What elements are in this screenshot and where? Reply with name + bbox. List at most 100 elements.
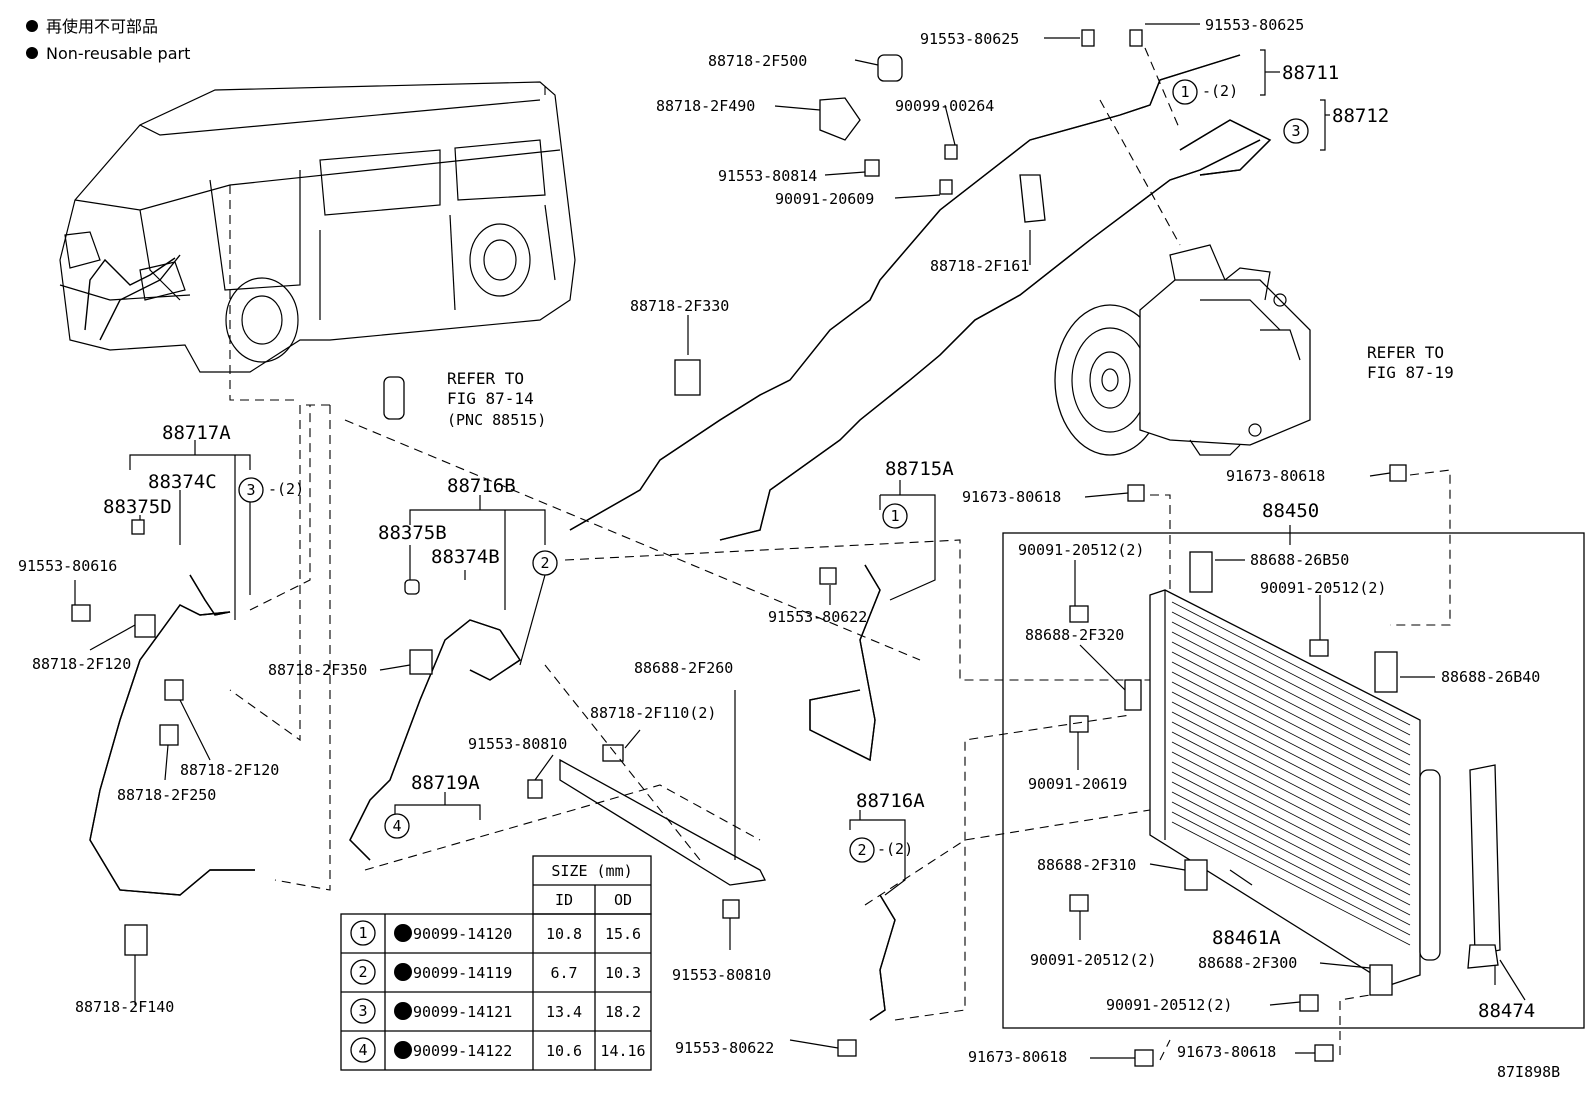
- label-88718-2F120-a: 88718-2F120: [32, 655, 131, 673]
- callout-number: 2: [857, 841, 866, 859]
- label-90091-20512-b: 90091-20512(2): [1260, 579, 1386, 597]
- leader-lines: [74, 23, 1496, 1059]
- label-88718-2F120-b: 88718-2F120: [180, 761, 279, 779]
- label-88375B: 88375B: [378, 522, 447, 544]
- callout-number: 3: [1291, 122, 1300, 140]
- label-88688-2F310: 88688-2F310: [1037, 856, 1136, 874]
- label-88718-2F110: 88718-2F110(2): [590, 704, 716, 722]
- non-reusable-bullet-icon: [394, 1041, 412, 1059]
- label-88688-2F320: 88688-2F320: [1025, 626, 1124, 644]
- label-88450: 88450: [1262, 500, 1319, 522]
- svg-text:3: 3: [358, 1002, 367, 1020]
- callouts: 1 3 3 2 1 4 2: [238, 79, 1309, 863]
- label-91553-80616: 91553-80616: [18, 557, 117, 575]
- size-table-col-id: ID: [555, 891, 573, 909]
- size-table-title: SIZE (mm): [551, 862, 632, 880]
- label-88374B: 88374B: [431, 546, 500, 568]
- label-88374C: 88374C: [148, 471, 217, 493]
- label-91553-80625-b: 91553-80625: [1205, 16, 1304, 34]
- label-91553-80810-b: 91553-80810: [672, 966, 771, 984]
- svg-text:90099-14121: 90099-14121: [413, 1003, 512, 1021]
- table-row: 3 90099-14121 13.4 18.2: [350, 998, 641, 1024]
- label-90099-00264: 90099-00264: [895, 97, 994, 115]
- non-reusable-bullet-icon: [394, 924, 412, 942]
- label-88718-2F500: 88718-2F500: [708, 52, 807, 70]
- label-88716B: 88716B: [447, 475, 516, 497]
- label-91673-80618-b: 91673-80618: [1226, 467, 1325, 485]
- label-88688-26B50: 88688-26B50: [1250, 551, 1349, 569]
- condenser-assembly: [1002, 532, 1585, 1029]
- ref-fig-87-14-line3: (PNC 88515): [447, 411, 546, 429]
- non-reusable-bullet-icon: [394, 963, 412, 981]
- size-table: SIZE (mm) ID OD 1 90099-14120 10.8 15.6 …: [340, 855, 652, 1071]
- callout-number: 1: [890, 507, 899, 525]
- svg-text:4: 4: [358, 1041, 367, 1059]
- label-91553-80622-b: 91553-80622: [675, 1039, 774, 1057]
- label-90091-20609: 90091-20609: [775, 190, 874, 208]
- ref-fig-87-14-line2: FIG 87-14: [447, 389, 534, 408]
- label-88715A: 88715A: [885, 458, 954, 480]
- van-illustration: [59, 80, 576, 401]
- ref-fig-87-19-line2: FIG 87-19: [1367, 363, 1454, 382]
- label-90091-20512-c: 90091-20512(2): [1030, 951, 1156, 969]
- svg-text:6.7: 6.7: [550, 964, 577, 982]
- callout-circle: [849, 837, 875, 863]
- label-88718-2F250: 88718-2F250: [117, 786, 216, 804]
- label-88718-2F330: 88718-2F330: [630, 297, 729, 315]
- label-90091-20619: 90091-20619: [1028, 775, 1127, 793]
- svg-text:90099-14122: 90099-14122: [413, 1042, 512, 1060]
- ref-fig-87-14-line1: REFER TO: [447, 369, 524, 388]
- legend-en: Non-reusable part: [46, 44, 190, 63]
- callout-circle: [882, 503, 908, 529]
- svg-text:1: 1: [358, 924, 367, 942]
- legend-jp: 再使用不可部品: [46, 17, 158, 36]
- ref-fig-87-19-line1: REFER TO: [1367, 343, 1444, 362]
- reference-notes: REFER TO FIG 87-14 (PNC 88515) REFER TO …: [447, 343, 1454, 429]
- svg-text:90099-14119: 90099-14119: [413, 964, 512, 982]
- label-88716A: 88716A: [856, 790, 925, 812]
- callout-circle: [1172, 79, 1198, 105]
- svg-text:14.16: 14.16: [600, 1042, 645, 1060]
- table-row: 2 90099-14119 6.7 10.3: [350, 959, 641, 985]
- label-88718-2F140: 88718-2F140: [75, 998, 174, 1016]
- label-88718-2F161: 88718-2F161: [930, 257, 1029, 275]
- svg-text:10.8: 10.8: [546, 925, 582, 943]
- legend: 再使用不可部品 Non-reusable part: [26, 17, 190, 63]
- svg-text:13.4: 13.4: [546, 1003, 582, 1021]
- svg-text:2: 2: [358, 963, 367, 981]
- label-91673-80618-c: 91673-80618: [968, 1048, 1067, 1066]
- label-91553-80814: 91553-80814: [718, 167, 817, 185]
- label-91553-80622-a: 91553-80622: [768, 608, 867, 626]
- size-table-col-od: OD: [614, 891, 632, 909]
- label-88375D: 88375D: [103, 496, 172, 518]
- label-90091-20512-a: 90091-20512(2): [1018, 541, 1144, 559]
- svg-text:15.6: 15.6: [605, 925, 641, 943]
- label-88688-26B40: 88688-26B40: [1441, 668, 1540, 686]
- part-labels: 91553-80625 91553-80625 88718-2F500 8871…: [18, 16, 1560, 1081]
- compressor: [1054, 244, 1311, 456]
- diagram-id: 87I898B: [1497, 1063, 1560, 1081]
- label-91673-80618-a: 91673-80618: [962, 488, 1061, 506]
- svg-text:10.3: 10.3: [605, 964, 641, 982]
- label-88461A: 88461A: [1212, 927, 1281, 949]
- pipes: [89, 54, 1272, 1021]
- bullet-icon: [26, 47, 38, 59]
- table-row: 4 90099-14122 10.6 14.16: [350, 1037, 646, 1063]
- label-91553-80810-a: 91553-80810: [468, 735, 567, 753]
- label-callout3-qty: -(2): [268, 480, 304, 498]
- callout-circle: [238, 477, 264, 503]
- small-parts: [71, 29, 1407, 1067]
- non-reusable-bullet-icon: [394, 1002, 412, 1020]
- bullet-icon: [26, 20, 38, 32]
- dashed-leaders: [229, 47, 1451, 1061]
- callout-number: 4: [392, 817, 401, 835]
- callout-circle: [532, 550, 558, 576]
- svg-text:90099-14120: 90099-14120: [413, 925, 512, 943]
- label-88718-2F490: 88718-2F490: [656, 97, 755, 115]
- table-row: 1 90099-14120 10.8 15.6: [350, 920, 641, 946]
- label-88711-qty: -(2): [1202, 82, 1238, 100]
- label-88717A: 88717A: [162, 422, 231, 444]
- callout-number: 3: [246, 481, 255, 499]
